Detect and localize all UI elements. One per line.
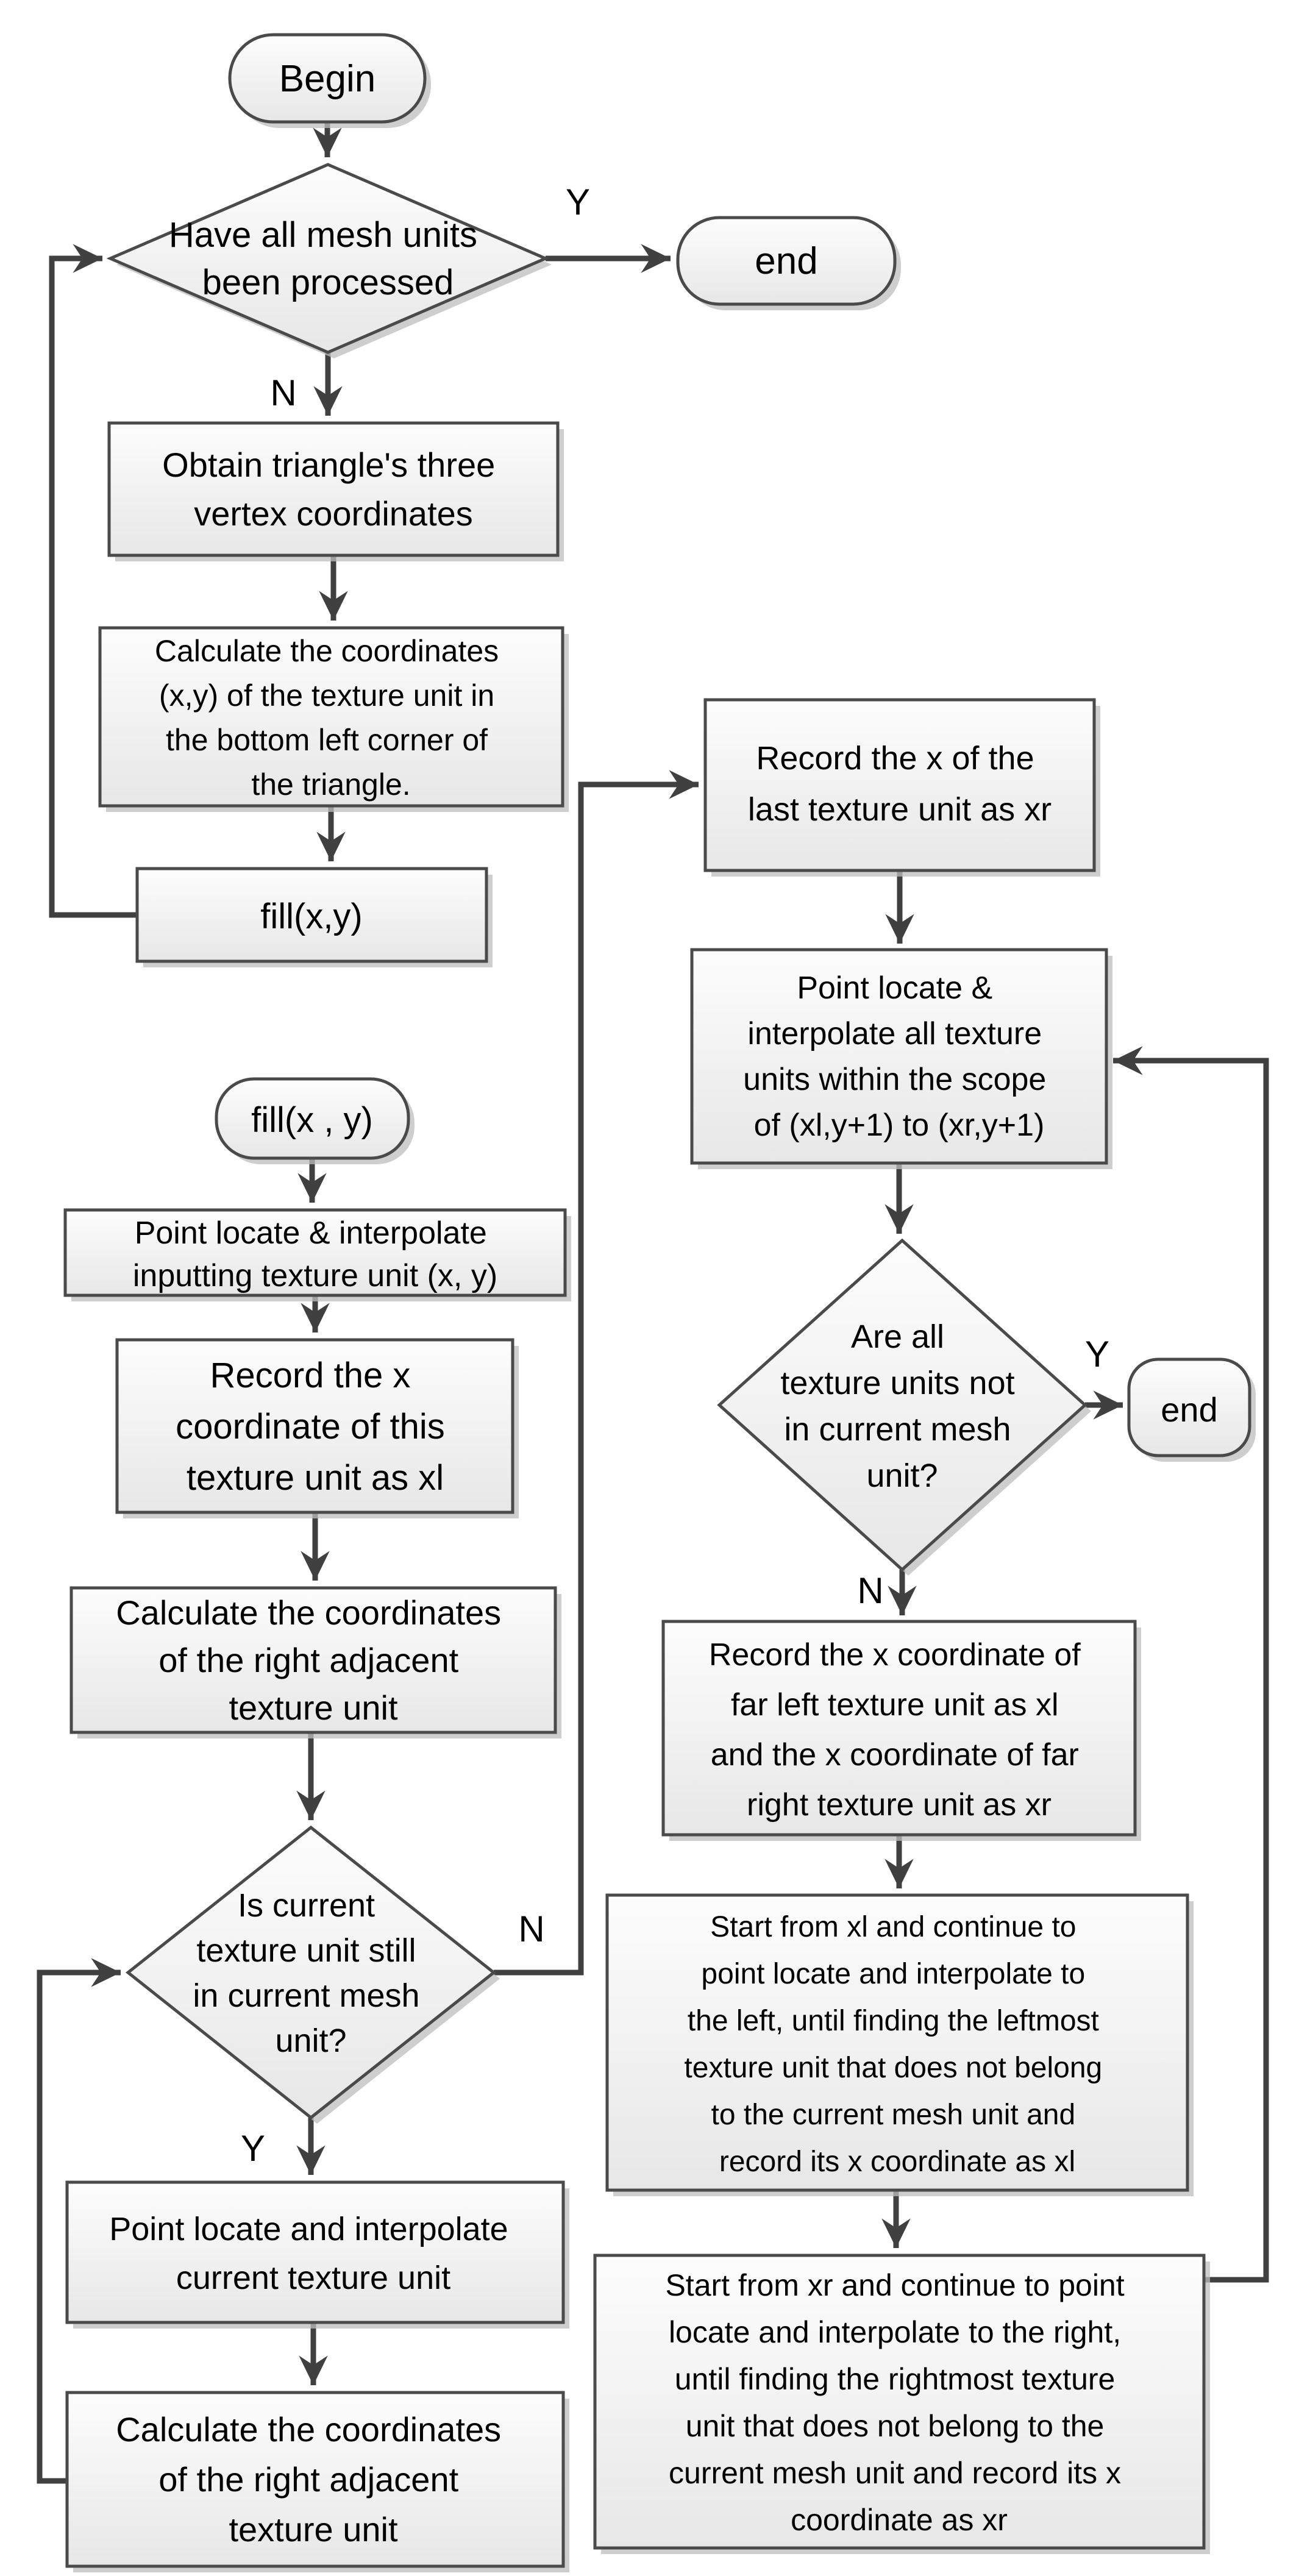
calcright1-label: Calculate the coordinates of the right a… xyxy=(116,1593,511,1727)
plinput-label: Point locate & interpolate inputting tex… xyxy=(133,1215,497,1293)
plcurrent-shape xyxy=(65,2180,565,2324)
node-begin: Begin xyxy=(228,33,431,128)
calcbl-shape xyxy=(98,626,564,808)
calcright1-shape xyxy=(69,1586,557,1734)
node-record-xr: Record the x of the last texture unit as… xyxy=(703,698,1100,877)
filldef-label: fill(x , y) xyxy=(251,1100,373,1140)
node-calc-right-2: Calculate the coordinates of the right a… xyxy=(65,2391,569,2572)
end2-label: end xyxy=(1161,1390,1217,1429)
startxl-shape xyxy=(605,1893,1189,2192)
decision3-label: Are all texture units not in current mes… xyxy=(780,1318,1023,1494)
end1-label: end xyxy=(755,240,817,282)
plscope-shape xyxy=(690,948,1108,1165)
startxr-shape xyxy=(593,2254,1206,2550)
node-record-far-lr: Record the x coordinate of far left text… xyxy=(661,1620,1141,1841)
obtain-label: Obtain triangle's three vertex coordinat… xyxy=(162,446,505,533)
decision3-shape xyxy=(717,1238,1087,1572)
decision1-shape xyxy=(106,163,550,354)
decision2-shape xyxy=(125,1825,497,2120)
end2-shape xyxy=(1127,1357,1251,1457)
calcright2-label: Calculate the coordinates of the right a… xyxy=(116,2410,511,2549)
calcright2-shape xyxy=(65,2391,565,2568)
startxl-label: Start from xl and continue to point loca… xyxy=(684,1911,1110,2178)
recxl-shape xyxy=(115,1338,514,1514)
fillcall-label: fill(x,y) xyxy=(260,897,363,936)
label-yes-2: Y xyxy=(241,2128,265,2169)
node-obtain-vertices: Obtain triangle's three vertex coordinat… xyxy=(107,421,564,561)
label-no-1: N xyxy=(270,372,296,413)
plscope-label: Point locate & interpolate all texture u… xyxy=(743,970,1055,1143)
calcbl-label: Calculate the coordinates (x,y) of the t… xyxy=(155,634,507,802)
node-decision-all-units-out: Are all texture units not in current mes… xyxy=(717,1238,1091,1576)
node-decision-still-in-mesh: Is current texture unit still in current… xyxy=(125,1825,500,2124)
label-no-2: N xyxy=(518,1909,544,1949)
begin-label: Begin xyxy=(279,58,376,100)
edge-startxr-loop-to-plscope xyxy=(1113,1046,1269,2283)
edge-calcright2-loop-to-d2 xyxy=(37,1958,121,2484)
recxl-label: Record the x coordinate of this texture … xyxy=(176,1356,455,1498)
filldef-shape xyxy=(215,1077,410,1160)
edge-d2-no-to-recxr xyxy=(494,770,699,1976)
node-pl-scope: Point locate & interpolate all texture u… xyxy=(690,948,1112,1169)
recfar-label: Record the x coordinate of far left text… xyxy=(709,1637,1089,1823)
node-fill-def: fill(x , y) xyxy=(215,1077,415,1164)
label-no-3: N xyxy=(857,1570,883,1611)
startxr-label: Start from xr and continue to point loca… xyxy=(665,2268,1133,2537)
plinput-shape xyxy=(63,1208,567,1297)
node-start-xl: Start from xl and continue to point loca… xyxy=(605,1893,1194,2196)
obtain-shape xyxy=(107,421,560,557)
node-pl-input: Point locate & interpolate inputting tex… xyxy=(63,1208,571,1301)
node-fill-call: fill(x,y) xyxy=(135,867,493,967)
label-yes-1: Y xyxy=(566,182,590,222)
begin-shape xyxy=(228,33,427,124)
node-end-2: end xyxy=(1127,1357,1256,1462)
node-decision-all-mesh-processed: Have all mesh units been processed xyxy=(106,163,552,358)
fillcall-shape xyxy=(135,867,488,963)
label-yes-3: Y xyxy=(1085,1334,1109,1375)
decision2-label: Is current texture unit still in current… xyxy=(193,1887,429,2059)
recxr-shape xyxy=(703,698,1096,872)
edge-labels: Y N N Y Y N xyxy=(241,182,1109,2169)
edge-fillcall-loop-to-d1 xyxy=(49,244,137,918)
recfar-shape xyxy=(661,1620,1137,1837)
end1-shape xyxy=(676,216,897,306)
plcurrent-label: Point locate and interpolate current tex… xyxy=(109,2211,517,2296)
node-record-xl: Record the x coordinate of this texture … xyxy=(115,1338,519,1518)
node-calc-bottom-left: Calculate the coordinates (x,y) of the t… xyxy=(98,626,569,812)
node-pl-current: Point locate and interpolate current tex… xyxy=(65,2180,569,2329)
node-end-1: end xyxy=(676,216,901,310)
node-start-xr: Start from xr and continue to point loca… xyxy=(593,2254,1210,2554)
edges xyxy=(37,123,1269,2484)
recxr-label: Record the x of the last texture unit as… xyxy=(748,740,1052,828)
node-calc-right-1: Calculate the coordinates of the right a… xyxy=(69,1586,561,1738)
decision1-label: Have all mesh units been processed xyxy=(169,215,487,302)
